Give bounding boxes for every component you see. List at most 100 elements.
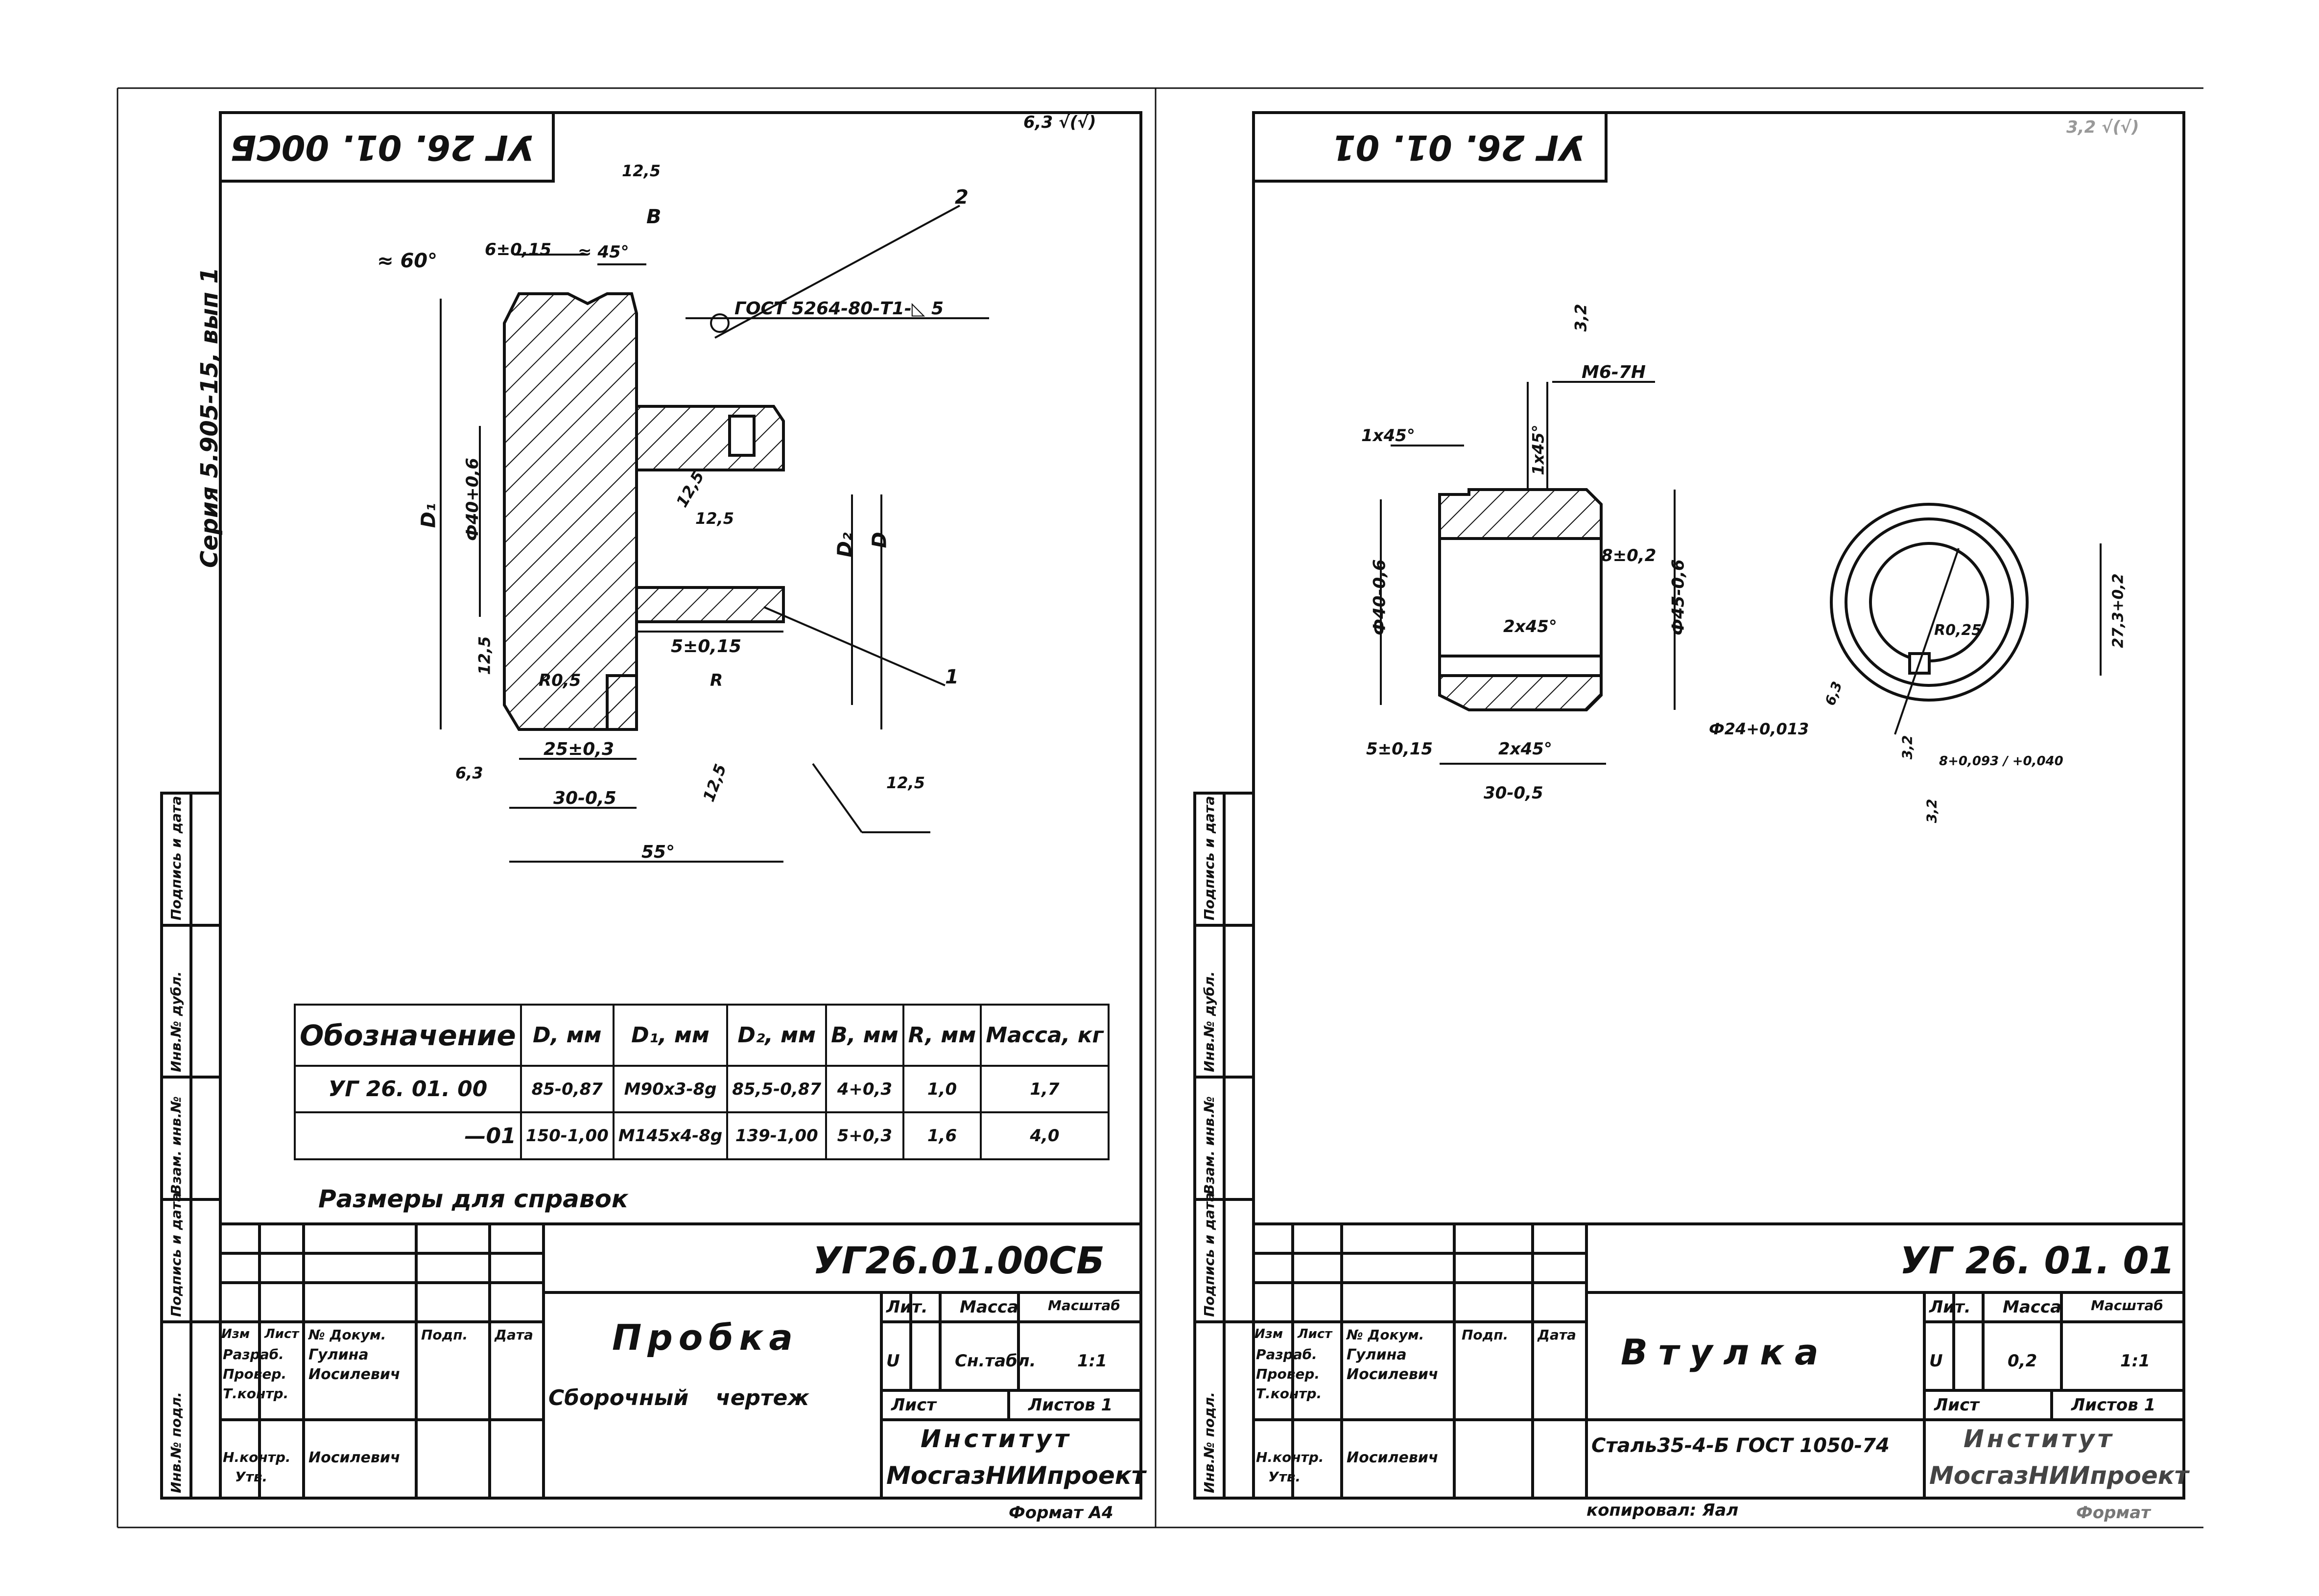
dim-5: 5±0,15 (1366, 739, 1433, 759)
table-cell: 1,0 (902, 1064, 982, 1114)
stamp-code: УГ 26. 01. 01 (1900, 1239, 2175, 1282)
roughness-corner-mark: 3,2 √(√) (2066, 117, 2139, 137)
dim-R025: R0,25 (1934, 622, 1982, 639)
stamp-mass-label: Масса (960, 1297, 1019, 1317)
stamp-role: Т.контр. (1256, 1385, 1322, 1402)
stamp-col-header: № Докум. (1347, 1327, 1424, 1343)
stamp-org-2: МосгазНИИпроект (1929, 1461, 2189, 1490)
side-label: Подпись и дата (1201, 1192, 1217, 1317)
leader-1: 1 (945, 666, 959, 688)
dim-30: 30-0,5 (553, 788, 616, 808)
stamp-col-header: Дата (1538, 1327, 1576, 1343)
roughness-12-5-right: 12,5 (886, 774, 925, 792)
stamp-person: Гулина (308, 1346, 369, 1363)
roughness-3-2-top: 3,2 (1571, 304, 1590, 332)
weld-note: ГОСТ 5264-80-Т1-◺ 5 (734, 299, 944, 319)
table-cell: 85,5-0,87 (726, 1064, 828, 1114)
stamp-person: Гулина (1347, 1346, 1407, 1363)
table-header-row: Обозначение D, мм D₁, мм D₂, мм В, мм R,… (294, 1004, 1110, 1067)
stamp-name: Втулка (1621, 1332, 1829, 1373)
stamp-col-header: Изм (1254, 1327, 1283, 1341)
table-cell: 5+0,3 (825, 1111, 904, 1160)
roughness-corner-mark: 6,3 √(√) (1023, 113, 1096, 132)
chamfer-2x45-bottom: 2х45° (1498, 739, 1552, 759)
dim-R05: R0,5 (539, 671, 581, 690)
stamp-role: Разраб. (223, 1346, 284, 1362)
stamp-sheet-label: Лист (891, 1395, 936, 1415)
dim-27-3: 27,3+0,2 (2109, 573, 2127, 648)
table-header: Масса, кг (980, 1004, 1110, 1067)
stamp-scale-label: Масштаб (2091, 1297, 2163, 1314)
stamp-org-1: Институт (921, 1425, 1072, 1453)
table-header: D₁, мм (612, 1004, 729, 1067)
rotated-drawing-code: УГ 26. 01. 00СБ (230, 127, 535, 167)
chamfer-2x45-inner: 2х45° (1503, 617, 1557, 636)
chamfer-1x45-top: 1х45° (1529, 424, 1548, 475)
table-header: D₂, мм (726, 1004, 828, 1067)
stamp-mass-value: 0,2 (2008, 1351, 2037, 1371)
dim-chamfer-45: ≈ 45° (578, 242, 629, 262)
side-label: Подпись и дата (1201, 796, 1217, 920)
stamp-format: Формат (2076, 1503, 2151, 1523)
series-label: Серия 5.905-15, вып 1 (196, 267, 223, 568)
stamp-col-header: № Докум. (308, 1327, 386, 1343)
side-label: Инв.№ подл. (168, 1392, 184, 1493)
stamp-mass-label: Масса (2003, 1297, 2062, 1317)
table-row: УГ 26. 01. 00 85-0,87 М90х3-8g 85,5-0,87… (294, 1064, 1110, 1114)
dim-D2: D₂ (833, 532, 856, 558)
stamp-sheets-label: Листов 1 (1028, 1395, 1113, 1415)
table-cell: 4,0 (980, 1111, 1110, 1160)
roughness-12-5-top: 12,5 (622, 162, 661, 180)
table-cell: 139-1,00 (726, 1111, 828, 1160)
stamp-sheet-label: Лист (1934, 1395, 1979, 1415)
stamp-org-2: МосгазНИИпроект (886, 1461, 1146, 1490)
table-cell: 1,7 (980, 1064, 1110, 1114)
table-cell: —01 (294, 1111, 522, 1160)
stamp-material: Сталь35-4-Б ГОСТ 1050-74 (1591, 1434, 1890, 1457)
table-cell: 4+0,3 (825, 1064, 904, 1114)
dim-R: R (710, 671, 723, 690)
stamp-org-1: Институт (1964, 1425, 2115, 1453)
stamp-subname: Сборочный чертеж (548, 1385, 809, 1410)
table-header: R, мм (902, 1004, 982, 1067)
stamp-col-header: Дата (495, 1327, 533, 1343)
roughness-6-3: 6,3 (455, 764, 483, 782)
side-label: Инв.№ дубл. (168, 971, 184, 1072)
dim-55: 55° (641, 842, 675, 862)
thread-M6: М6-7Н (1582, 362, 1646, 382)
stamp-col-header: Лист (1298, 1327, 1332, 1341)
side-label: Взам. инв.№ (168, 1096, 184, 1195)
dim-angle-60: ≈ 60° (377, 250, 438, 272)
table-cell: М145х4-8g (612, 1111, 729, 1160)
rotated-drawing-code: УГ 26. 01. 01 (1332, 127, 1585, 167)
stamp-scale-label: Масштаб (1048, 1297, 1120, 1314)
table-header: D, мм (520, 1004, 615, 1067)
plug-section-view (503, 292, 785, 731)
stamp-person: Иосилевич (308, 1366, 401, 1383)
stamp-col-header: Изм (221, 1327, 250, 1341)
stamp-person: Иосилевич (1347, 1449, 1439, 1466)
side-label: Инв.№ дубл. (1201, 971, 1217, 1072)
dim-phi45: Ф45-0,6 (1668, 559, 1688, 635)
stamp-scale-value: 1:1 (2120, 1351, 2150, 1371)
table-cell: М90х3-8g (612, 1064, 729, 1114)
stamp-mass-value: Сн.табл. (955, 1351, 1036, 1371)
dim-phi40: Ф40+0,6 (462, 458, 482, 541)
stamp-sheets-label: Листов 1 (2071, 1395, 2156, 1415)
side-label: Взам. инв.№ (1201, 1096, 1217, 1195)
dim-D1: D₁ (417, 503, 440, 528)
dim-6: 6±0,15 (485, 240, 552, 259)
stamp-role: Н.контр. (223, 1449, 291, 1465)
stamp-col-header: Лист (264, 1327, 299, 1341)
stamp-col-header: Подп. (421, 1327, 468, 1343)
dim-phi24: Ф24+0,013 (1709, 720, 1809, 738)
dim-key-8: 8+0,093 / +0,040 (1939, 754, 2063, 769)
stamp-role: Т.контр. (223, 1385, 289, 1402)
roughness-3-2-bottom: 3,2 (1923, 798, 1940, 823)
bush-end-view (1830, 503, 2029, 702)
stamp-lit-label: Лит. (1929, 1297, 1971, 1317)
reference-note: Размеры для справок (318, 1185, 628, 1213)
stamp-name: Пробка (612, 1317, 799, 1358)
stamp-code: УГ26.01.00СБ (813, 1239, 1105, 1282)
